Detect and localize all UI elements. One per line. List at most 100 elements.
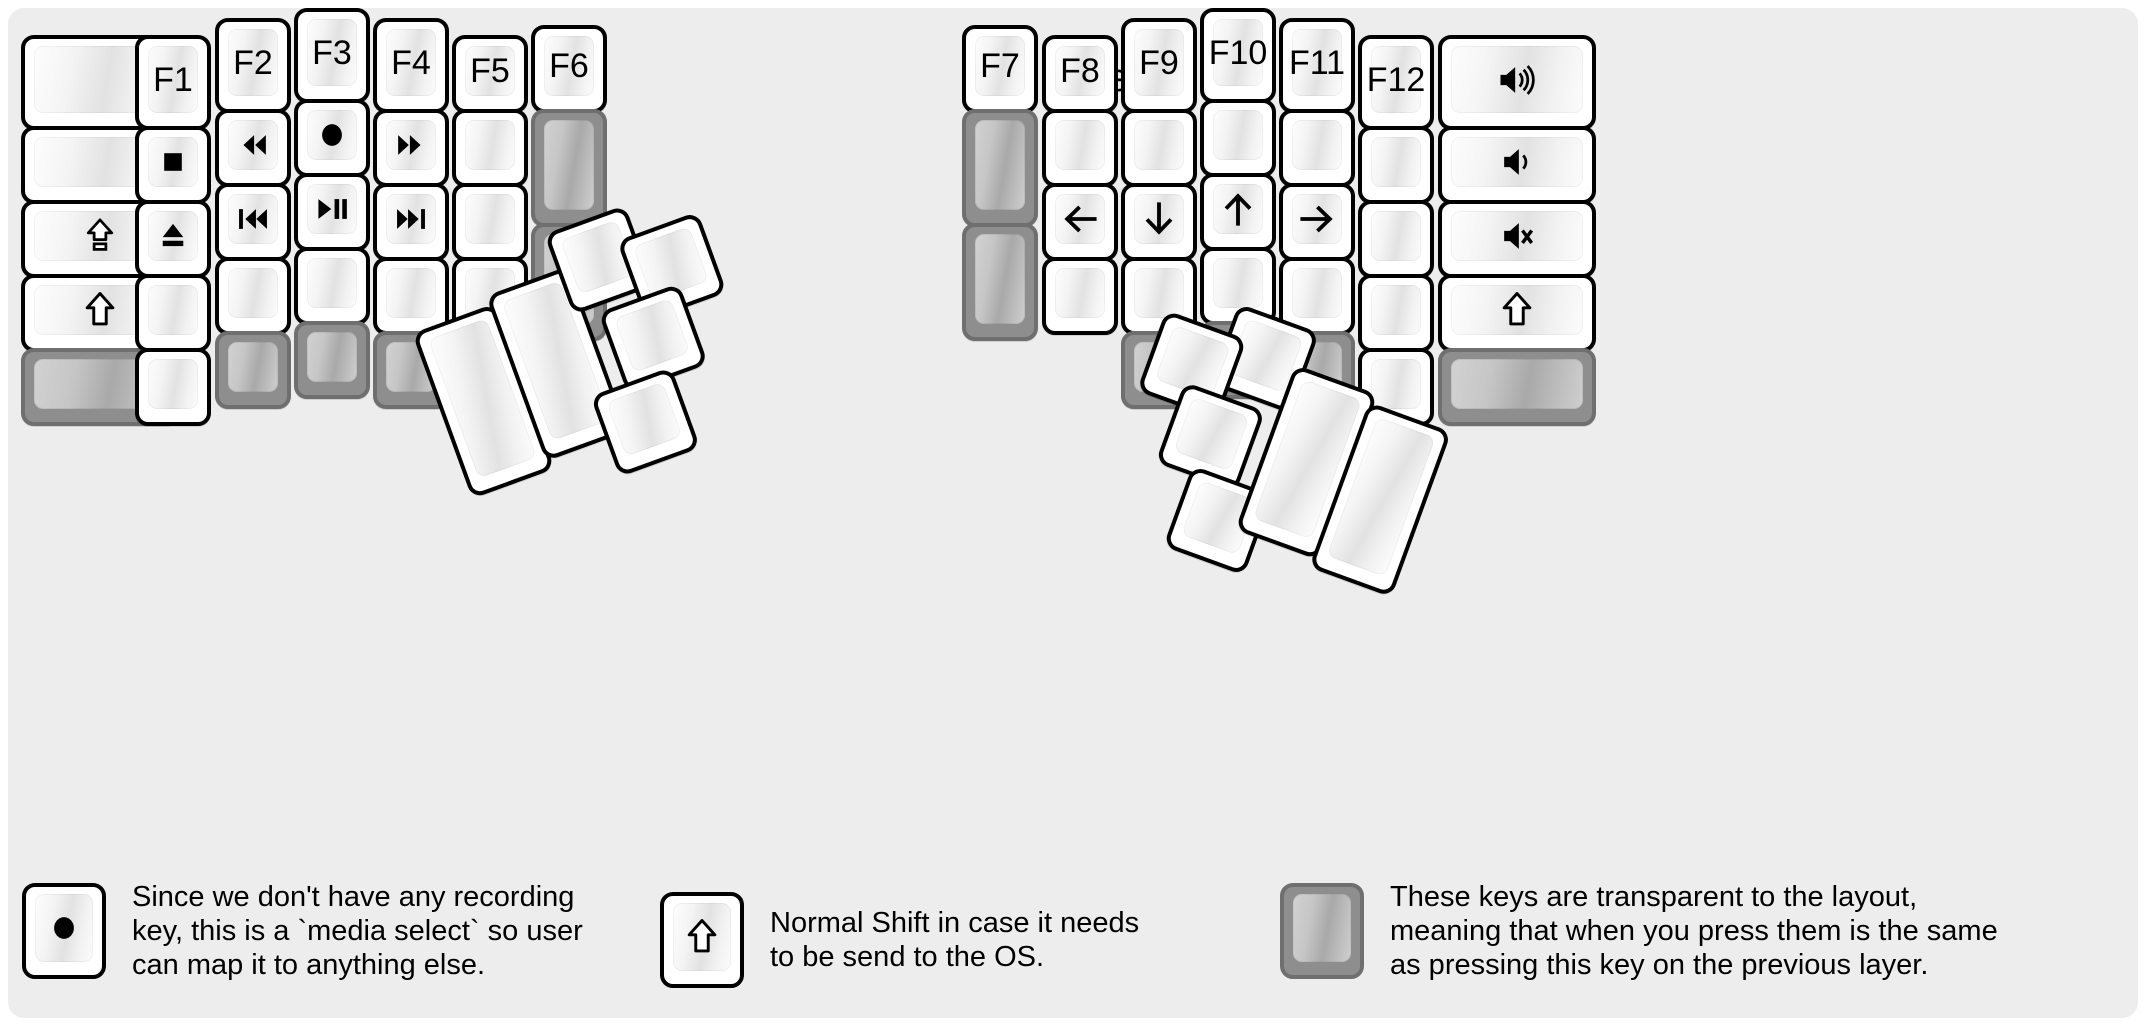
- right-pinky-key-1[interactable]: [1279, 109, 1355, 187]
- left-middle-key-4[interactable]: [294, 321, 370, 399]
- keycap-surface: F1: [148, 46, 198, 113]
- right-edge-key-4[interactable]: [1438, 348, 1596, 426]
- left-keyboard-half: F1 F2 F3 F4 F5 F6: [0, 0, 1073, 700]
- keycap-surface: [148, 137, 198, 187]
- keycap-surface: [465, 120, 515, 170]
- keycap-surface: [1371, 137, 1421, 187]
- media-fast-forward-icon: [389, 123, 433, 167]
- keycap-surface: F6: [544, 36, 594, 96]
- keycap-surface: F10: [1209, 19, 1267, 86]
- legend-keycap-0: [22, 883, 106, 980]
- left-middle-key-0[interactable]: F3: [294, 8, 370, 103]
- legend-keycap-surface: [1293, 894, 1351, 963]
- left-pinky-key-1[interactable]: [135, 126, 211, 204]
- right-edge-key-1[interactable]: [1438, 126, 1596, 204]
- right-edge-key-3[interactable]: [1438, 274, 1596, 352]
- arrow-down-icon: [1137, 197, 1181, 241]
- left-ring-key-1[interactable]: [215, 109, 291, 187]
- key-label: F3: [312, 33, 352, 72]
- right-pinky-outer-key-0[interactable]: F12: [1358, 35, 1434, 130]
- left-index-key-3[interactable]: [373, 257, 449, 335]
- right-ring-key-2[interactable]: [1200, 173, 1276, 251]
- arrow-right-icon: [1295, 197, 1339, 241]
- keycap-surface: F8: [1055, 46, 1105, 96]
- left-pinky-key-3[interactable]: [135, 274, 211, 352]
- keycap-surface: [228, 194, 278, 244]
- left-index-key-0[interactable]: F4: [373, 18, 449, 113]
- left-ring-key-2[interactable]: [215, 183, 291, 261]
- keycap-surface: [1451, 285, 1583, 335]
- media-prev-track-icon: [231, 197, 275, 241]
- keycap-surface: [307, 184, 357, 234]
- keycap-surface: F3: [307, 19, 357, 86]
- legend-keycap-1: [660, 892, 744, 988]
- media-rewind-icon: [231, 123, 275, 167]
- keycap-surface: F5: [465, 46, 515, 96]
- right-index-inner-key-0[interactable]: F7: [962, 25, 1038, 113]
- keycap-surface: [1292, 268, 1342, 318]
- keycap-surface: [1213, 184, 1263, 234]
- right-index-key-0[interactable]: F8: [1042, 35, 1118, 113]
- keycap-surface: [386, 120, 436, 170]
- keycap-surface: F2: [228, 29, 278, 96]
- arrow-up-icon: [1216, 187, 1260, 231]
- right-pinky-key-3[interactable]: [1279, 257, 1355, 335]
- keycap-surface: [1451, 359, 1583, 409]
- right-edge-key-2[interactable]: [1438, 200, 1596, 278]
- right-pinky-key-0[interactable]: F11: [1279, 18, 1355, 113]
- key-label: F2: [233, 43, 273, 82]
- key-label: F1: [153, 60, 193, 99]
- right-pinky-key-2[interactable]: [1279, 183, 1355, 261]
- key-label: F12: [1366, 60, 1426, 99]
- keycap-surface: [386, 194, 436, 244]
- keycap-surface: [307, 258, 357, 308]
- keycap-surface: [386, 268, 436, 318]
- left-index-key-2[interactable]: [373, 183, 449, 261]
- right-edge-key-0[interactable]: [1438, 35, 1596, 130]
- keycap-surface: [465, 194, 515, 244]
- shift-icon: [1495, 288, 1539, 332]
- left-index-key-1[interactable]: [373, 109, 449, 187]
- keycap-surface: [228, 268, 278, 318]
- left-pinky-key-2[interactable]: [135, 200, 211, 278]
- left-far-inner-key-0[interactable]: F6: [531, 25, 607, 113]
- media-record-icon: [42, 906, 86, 950]
- legend-text-1: Normal Shift in case it needs to be send…: [770, 906, 1140, 973]
- keycap-surface: F4: [386, 29, 436, 96]
- right-index-key-3[interactable]: [1042, 257, 1118, 335]
- right-pinky-outer-key-3[interactable]: [1358, 274, 1434, 352]
- keycap-surface: [228, 342, 278, 392]
- legend-keycap-2: [1280, 883, 1364, 980]
- keycap-surface: [975, 120, 1025, 210]
- keycap-surface: [1134, 120, 1184, 170]
- right-index-inner-key-1[interactable]: [962, 109, 1038, 227]
- left-ring-key-4[interactable]: [215, 331, 291, 409]
- keycap-surface: [1371, 285, 1421, 335]
- right-pinky-outer-key-2[interactable]: [1358, 200, 1434, 278]
- keycap-surface: [1055, 120, 1105, 170]
- left-pinky-key-4[interactable]: [135, 348, 211, 426]
- left-middle-key-3[interactable]: [294, 247, 370, 325]
- right-ring-key-0[interactable]: F10: [1200, 8, 1276, 103]
- right-index-key-1[interactable]: [1042, 109, 1118, 187]
- keycap-surface: [1451, 211, 1583, 261]
- left-index-inner-key-1[interactable]: [452, 109, 528, 187]
- right-middle-key-2[interactable]: [1121, 183, 1197, 261]
- key-label: F6: [549, 47, 589, 85]
- media-next-track-icon: [389, 197, 433, 241]
- left-ring-key-3[interactable]: [215, 257, 291, 335]
- shift-icon: [78, 288, 122, 332]
- left-middle-key-1[interactable]: [294, 99, 370, 177]
- right-index-inner-key-2[interactable]: [962, 223, 1038, 341]
- keycap-surface: [1213, 110, 1263, 160]
- keycap-surface: [1292, 194, 1342, 244]
- keycap-surface: F7: [975, 36, 1025, 96]
- legend-text-2: These keys are transparent to the layout…: [1390, 881, 1998, 982]
- volume-down-icon: [1495, 140, 1539, 184]
- arrow-left-icon: [1058, 197, 1102, 241]
- keycap-surface: F9: [1134, 29, 1184, 96]
- key-label: F5: [470, 52, 510, 90]
- keycap-surface: [544, 120, 594, 210]
